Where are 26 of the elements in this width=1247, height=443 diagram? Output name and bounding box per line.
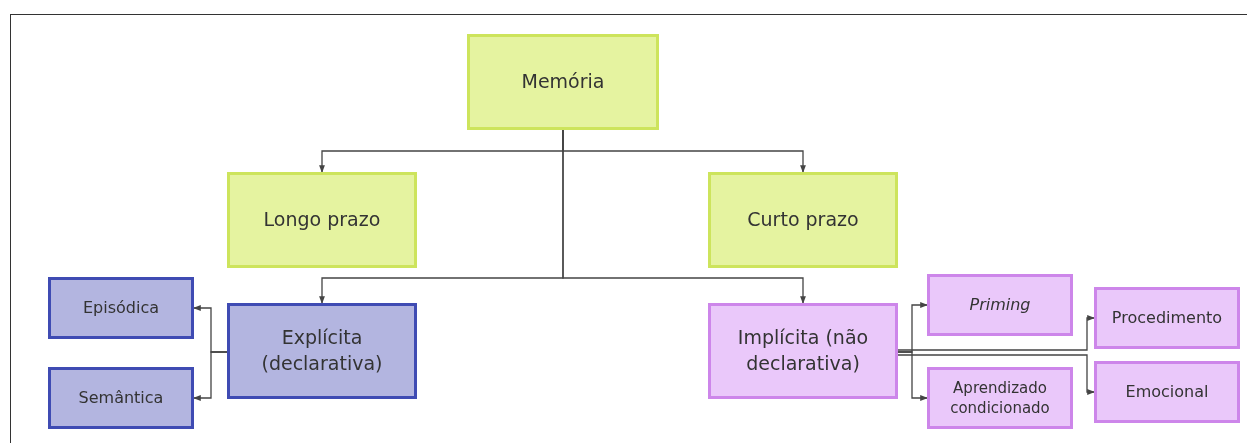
box-label: Procedimento bbox=[1111, 307, 1223, 329]
connector-arrow bbox=[193, 351, 228, 401]
connector-arrow bbox=[897, 351, 928, 401]
box-label: Longo prazo bbox=[263, 207, 381, 233]
category-box bbox=[708, 172, 898, 268]
category-box bbox=[1094, 361, 1240, 423]
category-box bbox=[708, 303, 898, 399]
box-label: Semântica bbox=[78, 387, 164, 409]
category-box bbox=[227, 303, 417, 399]
category-box bbox=[1094, 287, 1240, 349]
box-label: Priming bbox=[969, 294, 1031, 316]
box-label: Explícita (declarativa) bbox=[260, 325, 384, 376]
box-label: Implícita (não declarativa) bbox=[736, 325, 870, 376]
category-box bbox=[467, 34, 659, 130]
box-label: Memória bbox=[521, 69, 605, 95]
category-box bbox=[227, 172, 417, 268]
category-box bbox=[48, 277, 194, 339]
category-box bbox=[48, 367, 194, 429]
connector-arrow bbox=[897, 354, 1095, 395]
box-label: Aprendizado condicionado bbox=[949, 377, 1051, 419]
box-label: Curto prazo bbox=[747, 207, 859, 233]
category-box bbox=[927, 274, 1073, 336]
box-label: Episódica bbox=[82, 297, 159, 319]
connector-arrow bbox=[897, 315, 1095, 351]
category-box bbox=[927, 367, 1073, 429]
box-label: Emocional bbox=[1125, 381, 1209, 403]
